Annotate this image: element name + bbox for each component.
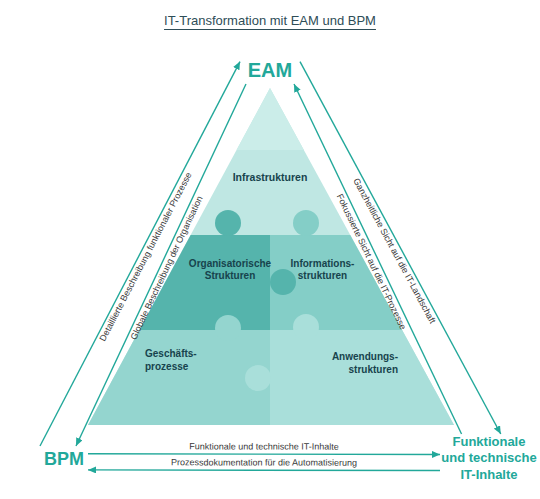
node-text: EAM — [240, 58, 300, 83]
corner-label: BPM — [40, 446, 88, 472]
flow-arrow — [88, 469, 440, 471]
corner-label: EAM — [240, 56, 300, 84]
puzzle-knob — [245, 365, 271, 391]
apex-fill — [0, 80, 540, 150]
puzzle-piece: Informations- strukturen — [285, 256, 360, 284]
puzzle-knob — [293, 314, 319, 340]
puzzle-piece: Organisatorische Strukturen — [184, 256, 276, 284]
node-text: Geschäfts- prozesse — [145, 348, 217, 373]
flow-arrow — [88, 453, 440, 455]
flow-arrow — [40, 62, 240, 446]
node-text: Funktionale und technische IT-Inhalte — [440, 434, 538, 483]
node-text: Anwendungs- strukturen — [318, 351, 398, 376]
arrow-label: Prozessdokumentation für die Automatisie… — [171, 459, 357, 468]
top-piece-fill — [0, 80, 540, 440]
diagram-title: IT-Transformation mit EAM und BPM — [0, 13, 540, 28]
puzzle-piece: Geschäfts- prozesse — [145, 348, 217, 376]
arrow-label: Funktionale und technische IT-Inhalte — [189, 442, 339, 451]
puzzle-knob — [293, 210, 319, 236]
puzzle-knob — [215, 315, 241, 341]
puzzle-piece: Infrastrukturen — [215, 170, 325, 186]
bottom-right-piece-fill — [270, 330, 540, 430]
bottom-left-piece-fill — [0, 330, 270, 430]
flow-arrow — [300, 62, 501, 434]
node-text: BPM — [40, 448, 88, 471]
node-text: Organisatorische Strukturen — [184, 258, 276, 283]
node-text: Infrastrukturen — [215, 171, 325, 184]
puzzle-knob — [270, 269, 296, 295]
node-text: Informations- strukturen — [285, 258, 360, 283]
puzzle-knob — [215, 210, 241, 236]
puzzle-piece: Anwendungs- strukturen — [318, 348, 398, 376]
corner-label: Funktionale und technische IT-Inhalte — [440, 434, 538, 483]
